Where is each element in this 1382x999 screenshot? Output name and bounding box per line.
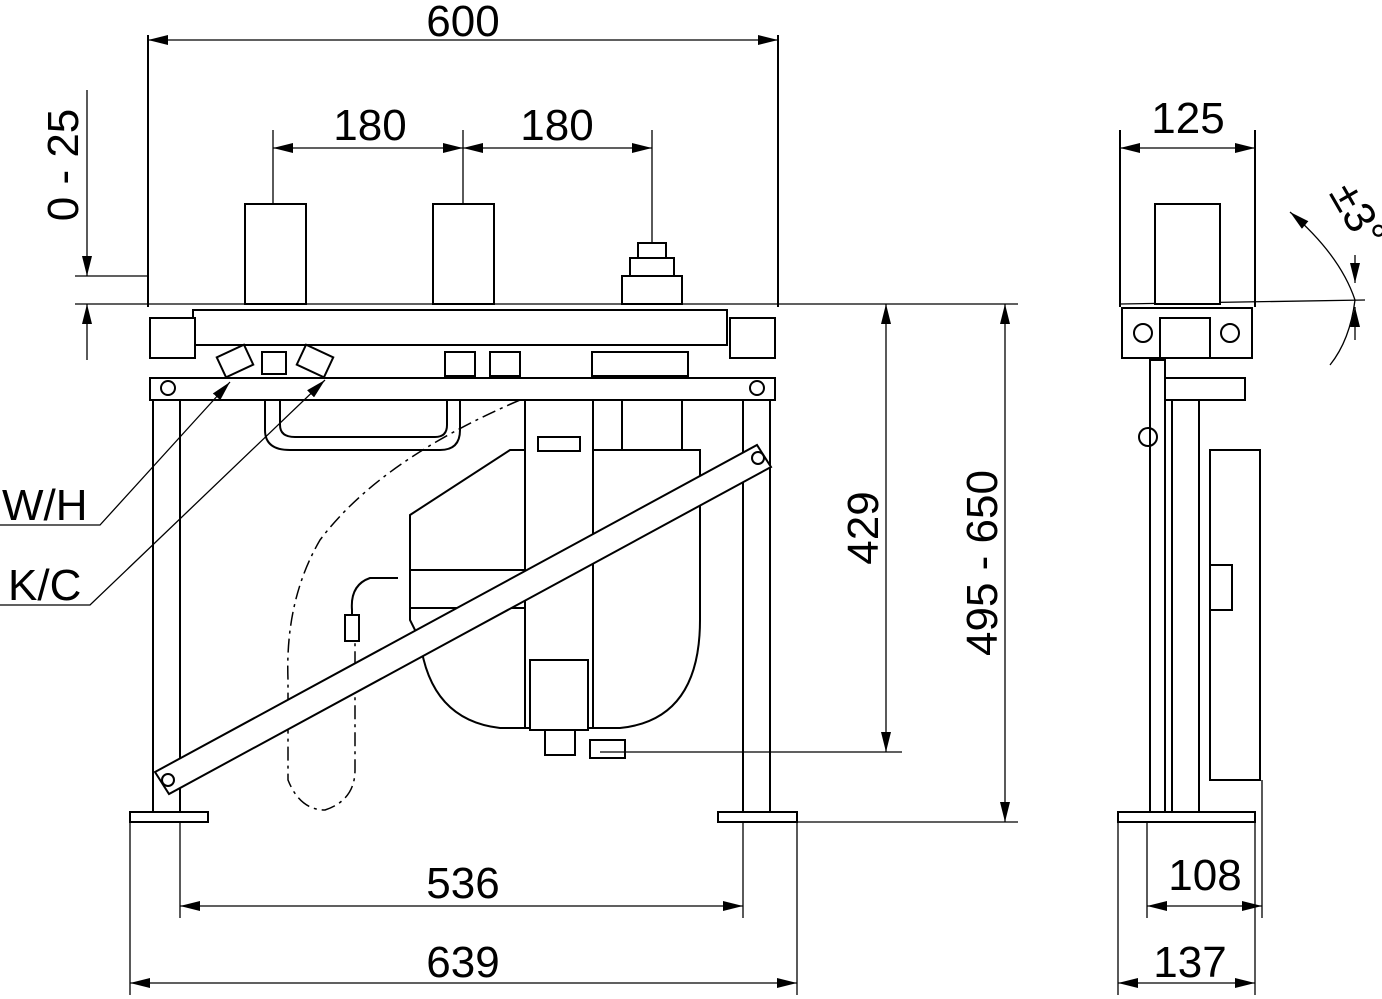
valve-body-middle [432, 203, 495, 305]
dim-tilt: ±3° [1320, 174, 1382, 256]
side-dimensions: 125 108 137 [1117, 94, 1263, 995]
dim-height-range: 495 - 650 [958, 470, 1007, 656]
label-warm-water: W/H [2, 481, 88, 530]
dim-width-600: 600 [426, 0, 499, 46]
side-tank [1209, 449, 1261, 781]
dim-depth-125: 125 [1151, 94, 1224, 143]
foot-left [129, 811, 209, 823]
front-view [75, 35, 1018, 823]
diverter-body [621, 275, 683, 305]
side-valve-body [1154, 203, 1221, 305]
dim-height-429: 429 [839, 491, 888, 564]
foot-right [717, 811, 798, 823]
dim-spacing-left: 180 [333, 101, 406, 150]
side-leg [1171, 399, 1200, 813]
warm-connector [215, 343, 255, 379]
cross-bar [149, 377, 776, 401]
outlet-connector [589, 739, 626, 759]
dim-foot-depth: 137 [1153, 938, 1226, 987]
dim-leg-spacing: 536 [426, 859, 499, 908]
front-dimensions: 600 180 180 0 - 25 429 495 - 650 536 639… [0, 0, 1018, 995]
dim-foot-width: 639 [426, 938, 499, 987]
leg-left [152, 399, 181, 813]
dim-spacing-right: 180 [520, 101, 593, 150]
dim-leg-depth: 108 [1168, 851, 1241, 900]
valve-body-left [244, 203, 307, 305]
dim-depth-adjust: 0 - 25 [39, 109, 88, 222]
side-foot [1117, 811, 1256, 823]
side-view: ±3° [1117, 130, 1382, 823]
mounting-rail [192, 309, 728, 346]
cold-connector [295, 343, 335, 379]
label-cold-water: K/C [8, 561, 81, 610]
diagonal-brace [153, 443, 773, 796]
